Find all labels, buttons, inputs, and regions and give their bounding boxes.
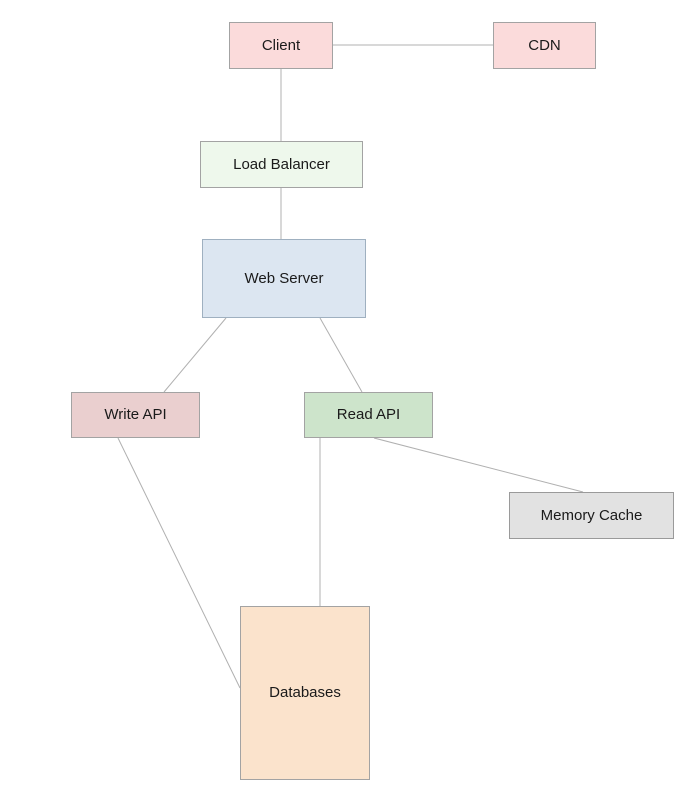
node-write-api: Write API — [71, 392, 200, 438]
edge-write-api-databases — [117, 437, 241, 689]
node-cdn-label: CDN — [528, 36, 561, 54]
node-client: Client — [229, 22, 333, 69]
edge-web-server-read-api — [319, 317, 363, 393]
node-load-balancer: Load Balancer — [200, 141, 363, 188]
edge-web-server-write-api — [163, 317, 227, 393]
node-client-label: Client — [261, 36, 301, 54]
node-memory-cache-label: Memory Cache — [540, 506, 643, 524]
edge-read-api-memory-cache — [373, 437, 584, 493]
node-databases: Databases — [240, 606, 370, 780]
node-databases-label: Databases — [269, 684, 341, 701]
node-web-server: Web Server — [202, 239, 366, 318]
node-memory-cache: Memory Cache — [509, 492, 674, 539]
node-web-server-label: Web Server — [244, 269, 324, 287]
node-read-api-label: Read API — [336, 406, 401, 423]
node-read-api: Read API — [304, 392, 433, 438]
node-cdn: CDN — [493, 22, 596, 69]
node-write-api-label: Write API — [104, 406, 167, 423]
node-load-balancer-label: Load Balancer — [233, 155, 330, 173]
